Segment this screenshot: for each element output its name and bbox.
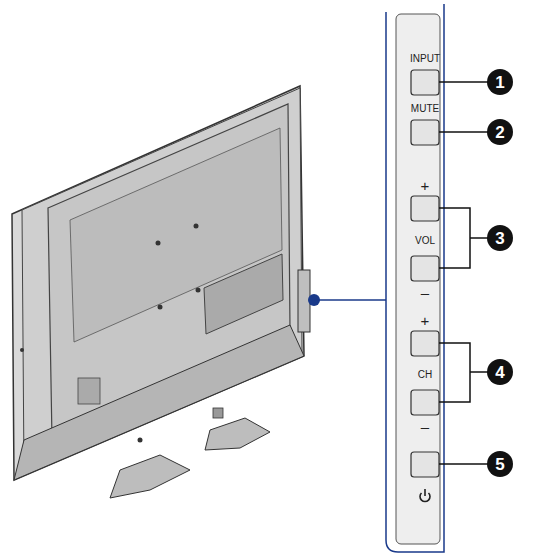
callout-number: 5 [495, 456, 504, 473]
button-panel [396, 14, 440, 544]
tv-body [12, 86, 304, 480]
button-sign: + [421, 313, 430, 328]
leader-lines [439, 82, 488, 464]
power-symbol [420, 489, 430, 502]
callout-number: 2 [495, 124, 504, 141]
button-label: VOL [415, 236, 435, 246]
stand-foot [205, 418, 270, 450]
button-sign: – [421, 419, 429, 434]
button-sign: + [421, 178, 430, 193]
button-label: MUTE [411, 104, 439, 114]
callout-number: 1 [495, 74, 504, 91]
button-label: CH [418, 370, 432, 380]
buttons [411, 70, 439, 477]
tv-back-panel [70, 128, 282, 342]
callout-number: 4 [495, 364, 504, 381]
callout-circles [487, 69, 513, 477]
button-sign: – [421, 285, 429, 300]
button-label: INPUT [410, 54, 440, 64]
callout-number: 3 [495, 230, 504, 247]
stand-foot [110, 455, 190, 498]
panel-outline [386, 4, 444, 552]
